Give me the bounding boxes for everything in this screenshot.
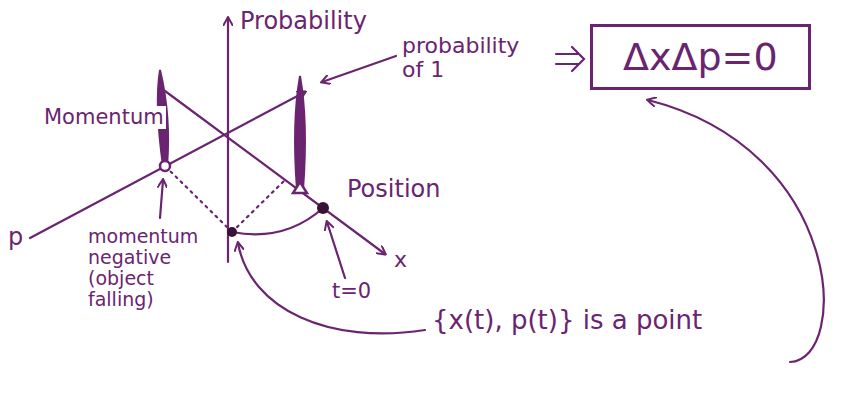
- trajectory-curve: [232, 208, 323, 234]
- implies-arrow: [556, 47, 584, 71]
- annotation-text: probability of 1: [400, 34, 544, 82]
- axis-label: p: [6, 224, 25, 250]
- position-spike: [295, 76, 305, 190]
- annotation-text: t=0: [330, 280, 373, 303]
- start-point: [317, 202, 329, 214]
- axis-label: Momentum: [42, 106, 166, 129]
- leader-arrow: [238, 243, 425, 333]
- projection-line: [167, 168, 232, 232]
- annotation-text: {x(t), p(t)} is a point: [430, 306, 704, 335]
- projection-line: [232, 180, 285, 232]
- axis-label: Probability: [238, 8, 369, 34]
- axis-label: Position: [345, 176, 442, 202]
- position-marker: [293, 182, 307, 193]
- leader-arrow: [322, 56, 396, 82]
- axis-label: x: [392, 248, 409, 272]
- momentum-marker: [160, 161, 170, 171]
- result-box: ΔxΔp=0: [590, 24, 811, 90]
- probability-axis: [227, 18, 229, 262]
- box-text: ΔxΔp=0: [623, 35, 778, 79]
- leader-arrow: [160, 180, 163, 218]
- leader-arrow: [327, 222, 345, 278]
- state-point: [227, 227, 237, 237]
- annotation-text: momentum negative (object falling): [86, 226, 202, 310]
